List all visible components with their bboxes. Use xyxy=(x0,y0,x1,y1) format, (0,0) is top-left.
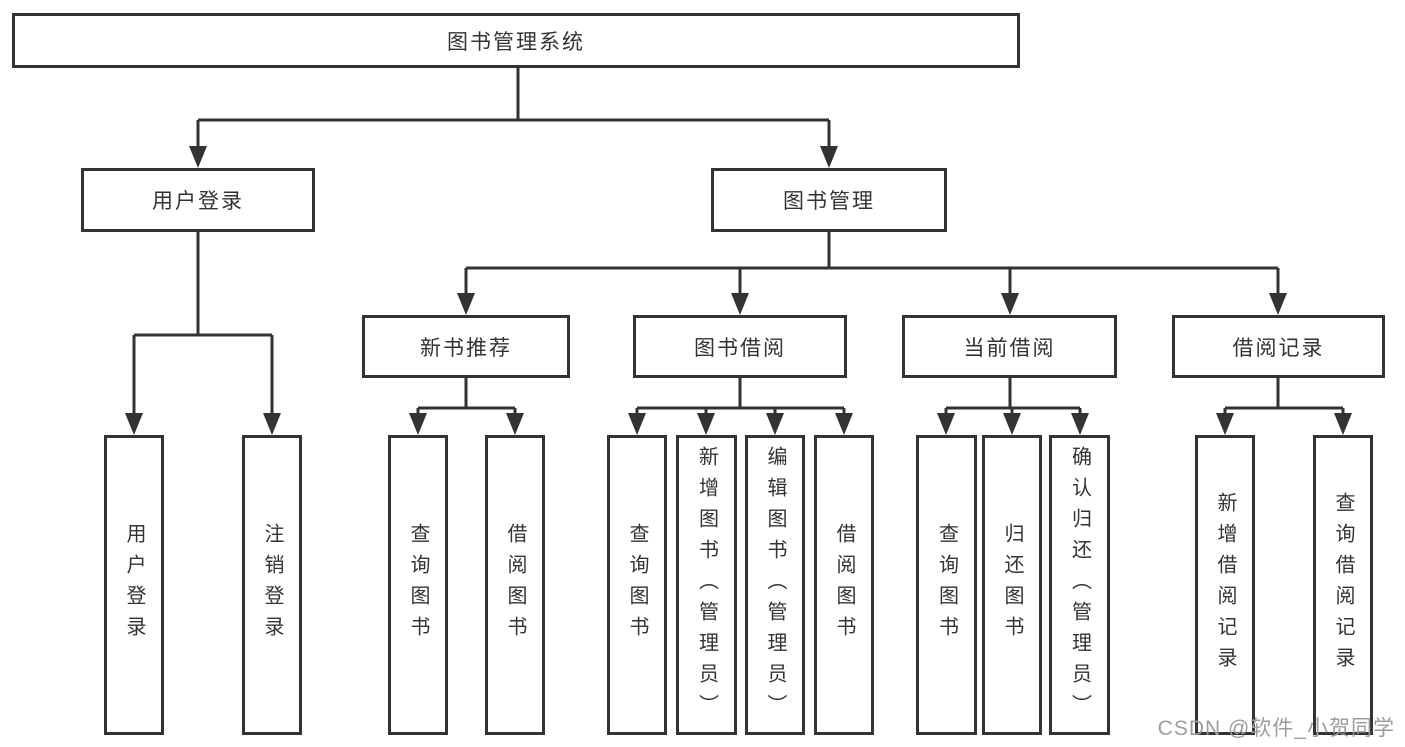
node-current-borrowing: 当前借阅 xyxy=(902,315,1117,378)
leaf-return-book-label: 归还图书 xyxy=(1001,523,1023,647)
leaf-edit-book-admin-label: 编辑图书（管理员） xyxy=(764,445,786,725)
node-book-management: 图书管理 xyxy=(711,168,947,232)
leaf-query-books-recommend-label: 查询图书 xyxy=(407,523,429,647)
node-book-management-label: 图书管理 xyxy=(783,190,875,213)
leaf-borrow-books-recommend: 借阅图书 xyxy=(485,435,545,735)
leaf-confirm-return-admin: 确认归还（管理员） xyxy=(1049,435,1110,735)
leaf-query-books-borrowing-label: 查询图书 xyxy=(626,523,648,647)
arrowheads xyxy=(125,146,1352,435)
node-root-label: 图书管理系统 xyxy=(447,30,585,54)
leaf-add-book-admin: 新增图书（管理员） xyxy=(676,435,737,735)
leaf-borrow-books-borrowing: 借阅图书 xyxy=(814,435,874,735)
leaf-add-borrow-record: 新增借阅记录 xyxy=(1195,435,1255,735)
node-book-borrowing-label: 图书借阅 xyxy=(694,336,786,360)
leaf-add-borrow-record-label: 新增借阅记录 xyxy=(1214,492,1236,678)
leaf-logout: 注销登录 xyxy=(242,435,302,735)
leaf-query-borrow-record: 查询借阅记录 xyxy=(1313,435,1373,735)
leaf-borrow-books-recommend-label: 借阅图书 xyxy=(504,523,526,647)
node-borrowing-records: 借阅记录 xyxy=(1172,315,1385,378)
node-root: 图书管理系统 xyxy=(12,13,1020,68)
leaf-confirm-return-admin-label: 确认归还（管理员） xyxy=(1068,445,1091,725)
leaf-query-books-current-label: 查询图书 xyxy=(935,523,958,647)
leaf-query-borrow-record-label: 查询借阅记录 xyxy=(1332,492,1354,678)
node-new-book-recommend-label: 新书推荐 xyxy=(420,336,512,360)
leaf-user-login-label: 用户登录 xyxy=(123,523,145,647)
node-new-book-recommend: 新书推荐 xyxy=(362,315,570,378)
leaf-return-book: 归还图书 xyxy=(982,435,1042,735)
node-book-borrowing: 图书借阅 xyxy=(633,315,847,378)
node-borrowing-records-label: 借阅记录 xyxy=(1232,336,1325,360)
leaf-logout-label: 注销登录 xyxy=(261,523,283,647)
leaf-user-login: 用户登录 xyxy=(104,435,164,735)
leaf-query-books-current: 查询图书 xyxy=(916,435,977,735)
leaf-edit-book-admin: 编辑图书（管理员） xyxy=(745,435,805,735)
leaf-query-books-borrowing: 查询图书 xyxy=(607,435,667,735)
leaf-add-book-admin-label: 新增图书（管理员） xyxy=(695,445,718,725)
leaf-query-books-recommend: 查询图书 xyxy=(388,435,448,735)
node-user-login-label: 用户登录 xyxy=(152,190,244,213)
csdn-watermark: CSDN @软件_小贺同学 xyxy=(1157,717,1395,740)
leaf-borrow-books-borrowing-label: 借阅图书 xyxy=(833,523,855,647)
node-current-borrowing-label: 当前借阅 xyxy=(963,336,1056,360)
node-user-login: 用户登录 xyxy=(81,168,315,232)
